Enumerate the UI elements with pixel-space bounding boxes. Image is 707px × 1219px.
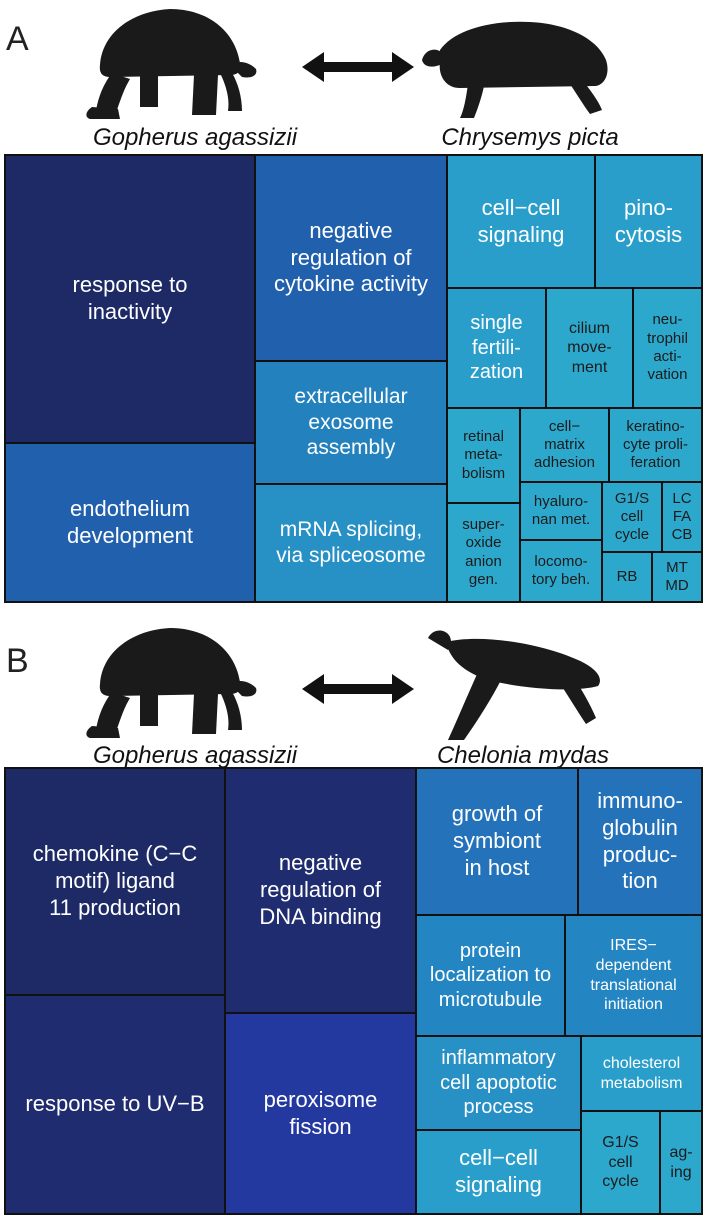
treemap-cell: RB — [601, 551, 653, 603]
cell-label: pino- cytosis — [614, 194, 683, 247]
cell-label: peroxisome fission — [263, 1086, 378, 1139]
cell-label: protein localization to microtubule — [429, 939, 552, 1011]
cell-label: G1/S cell cycle — [602, 1134, 639, 1191]
cell-label: locomo- tory beh. — [531, 552, 591, 588]
treemap-cell: negative regulation of cytokine activity — [254, 154, 448, 362]
treemap-cell: G1/S cell cycle — [580, 1110, 661, 1215]
treemap-cell: MT MD — [651, 551, 703, 603]
treemap-cell: keratino- cyte proli- feration — [608, 407, 703, 483]
cell-label: neu- trophil acti- vation — [647, 311, 688, 384]
painted-turtle-silhouette-icon — [422, 21, 608, 118]
treemap-cell: neu- trophil acti- vation — [632, 287, 703, 409]
cell-label: mRNA splicing, via spliceosome — [276, 518, 426, 567]
treemap-cell: protein localization to microtubule — [415, 914, 566, 1037]
cell-label: extracellular exosome assembly — [294, 385, 408, 460]
cell-label: cholesterol metabolism — [600, 1054, 683, 1092]
cell-label: chemokine (C−C motif) ligand 11 producti… — [32, 841, 198, 920]
cell-label: cilium move- ment — [567, 319, 612, 376]
cell-label: LC FA CB — [671, 489, 693, 544]
treemap-cell: response to UV−B — [4, 994, 226, 1215]
species-label-right-b: Chelonia mydas — [436, 742, 610, 769]
sea-turtle-silhouette-icon — [428, 630, 600, 740]
species-label-left-b: Gopherus agassizii — [92, 742, 298, 769]
cell-label: growth of symbiont in host — [451, 801, 543, 880]
cell-label: negative regulation of cytokine activity — [273, 217, 429, 297]
treemap-cell: cell− matrix adhesion — [519, 407, 610, 483]
cell-label: response to inactivity — [72, 272, 188, 324]
panel-b-letter: B — [6, 642, 29, 680]
treemap-cell: mRNA splicing, via spliceosome — [254, 483, 448, 603]
desert-tortoise-silhouette-icon — [86, 9, 257, 119]
desert-tortoise-silhouette-icon — [86, 628, 257, 738]
cell-label: cell−cell signaling — [477, 194, 565, 247]
cell-label: super- oxide anion gen. — [462, 515, 505, 588]
treemap-cell: chemokine (C−C motif) ligand 11 producti… — [4, 767, 226, 996]
cell-label: MT MD — [665, 558, 689, 594]
cell-label: endothelium development — [67, 495, 193, 548]
cell-label: negative regulation of DNA binding — [259, 850, 382, 929]
treemap-cell: G1/S cell cycle — [601, 481, 663, 553]
treemap-cell: negative regulation of DNA binding — [224, 767, 417, 1014]
cell-label: ag- ing — [669, 1143, 693, 1181]
treemap-panel-a: response to inactivity endothelium devel… — [4, 154, 703, 603]
cell-label: inflammatory cell apoptotic process — [440, 1047, 557, 1119]
treemap-cell: endothelium development — [4, 442, 256, 603]
treemap-cell: hyaluro- nan met. — [519, 481, 603, 541]
cell-label: keratino- cyte proli- feration — [622, 417, 689, 472]
cell-label: immuno- globulin produc- tion — [597, 787, 683, 894]
treemap-cell: cell−cell signaling — [446, 154, 596, 289]
treemap-cell: cilium move- ment — [545, 287, 634, 409]
cell-label: single fertili- zation — [469, 312, 524, 384]
treemap-cell: inflammatory cell apoptotic process — [415, 1035, 582, 1131]
double-arrow-icon — [302, 674, 414, 704]
treemap-cell: single fertili- zation — [446, 287, 547, 409]
treemap-cell: super- oxide anion gen. — [446, 502, 521, 603]
treemap-panel-b: chemokine (C−C motif) ligand 11 producti… — [4, 767, 703, 1215]
treemap-cell: IRES− dependent translational initiation — [564, 914, 703, 1037]
cell-label: response to UV−B — [25, 1091, 205, 1117]
cell-label: IRES− dependent translational initiation — [590, 937, 677, 1014]
species-label-right-a: Chrysemys picta — [441, 124, 619, 151]
treemap-cell: cholesterol metabolism — [580, 1035, 703, 1112]
cell-label: RB — [616, 567, 638, 585]
treemap-cell: retinal meta- bolism — [446, 407, 521, 504]
cell-label: retinal meta- bolism — [461, 428, 506, 482]
panel-a-letter: A — [6, 20, 29, 58]
treemap-cell: ag- ing — [659, 1110, 703, 1215]
treemap-cell: pino- cytosis — [594, 154, 703, 289]
cell-label: cell−cell signaling — [455, 1145, 542, 1197]
cell-label: G1/S cell cycle — [614, 489, 650, 544]
treemap-cell: locomo- tory beh. — [519, 539, 603, 603]
species-label-left-a: Gopherus agassizii — [92, 124, 298, 151]
cell-label: hyaluro- nan met. — [531, 492, 591, 528]
treemap-cell: LC FA CB — [661, 481, 703, 553]
treemap-cell: peroxisome fission — [224, 1012, 417, 1215]
treemap-cell: extracellular exosome assembly — [254, 360, 448, 485]
cell-label: cell− matrix adhesion — [534, 417, 595, 472]
treemap-cell: response to inactivity — [4, 154, 256, 444]
treemap-cell: growth of symbiont in host — [415, 767, 579, 916]
treemap-cell: immuno- globulin produc- tion — [577, 767, 703, 916]
double-arrow-icon — [302, 52, 414, 82]
treemap-cell: cell−cell signaling — [415, 1129, 582, 1215]
